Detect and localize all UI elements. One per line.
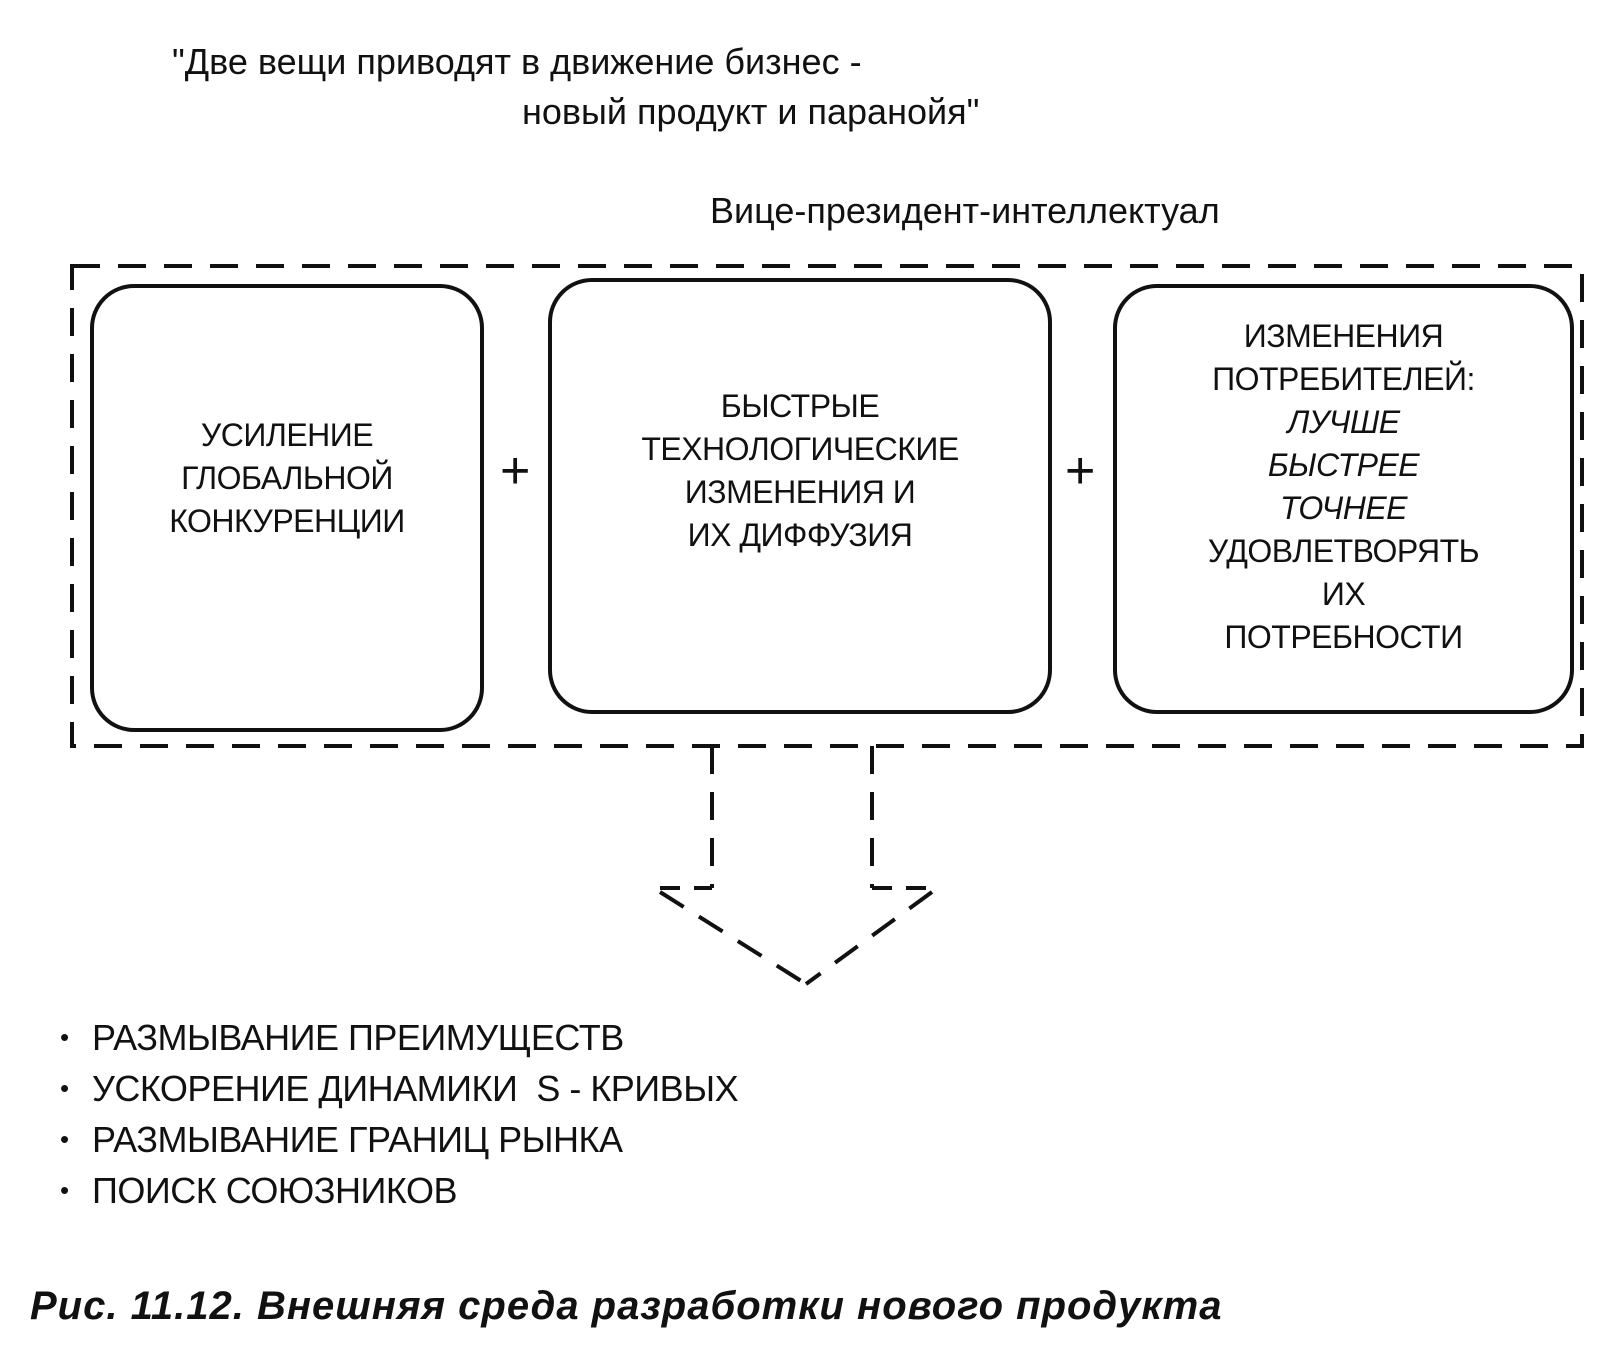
box-text-line-italic: БЫСТРЕЕ [1267,447,1420,483]
box-text-line: БЫСТРЫЕ [720,388,880,424]
box-text-line: ПОТРЕБНОСТИ [1224,619,1463,655]
dashed-frame [70,264,1584,748]
quote-author: Вице-президент-интеллектуал [710,190,1220,231]
results-list: • РАЗМЫВАНИЕ ПРЕИМУЩЕСТВ • УСКОРЕНИЕ ДИНАМ… [60,1012,739,1216]
box-text-line: ИХ [1321,576,1366,612]
box-consumer-changes: ИЗМЕНЕНИЯ ПОТРЕБИТЕЛЕЙ: ЛУЧШЕ БЫСТРЕЕ ТО… [1113,284,1574,714]
list-item: • УСКОРЕНИЕ ДИНАМИКИ S - КРИВЫХ [60,1063,739,1114]
box-text-line: КОНКУРЕНЦИИ [169,502,405,539]
arrow-head-left [658,890,808,986]
box-global-competition: УСИЛЕНИЕ ГЛОБАЛЬНОЙ КОНКУРЕНЦИИ [90,284,484,732]
bullet-icon: • [60,1022,69,1052]
list-item-text: РАЗМЫВАНИЕ ПРЕИМУЩЕСТВ [92,1017,624,1058]
list-item-text: РАЗМЫВАНИЕ ГРАНИЦ РЫНКА [92,1119,623,1160]
figure-caption: Рис. 11.12. Внешняя среда разработки нов… [30,1284,1223,1328]
plus-operator: + [500,442,531,500]
box-text-line: ПОТРЕБИТЕЛЕЙ: [1212,361,1475,397]
list-item: • РАЗМЫВАНИЕ ГРАНИЦ РЫНКА [60,1114,738,1165]
arrow-head-right [804,890,934,986]
box-text-line: ИЗМЕНЕНИЯ [1243,318,1444,354]
list-item: • ПОИСК СОЮЗНИКОВ [60,1165,738,1216]
bullet-icon: • [60,1175,69,1205]
box-text-line-italic: ТОЧНЕЕ [1279,490,1408,526]
box-text-line: ГЛОБАЛЬНОЙ [181,459,393,496]
quote-line-1: "Две вещи приводят в движение бизнес - [172,41,862,82]
bullet-icon: • [60,1124,69,1154]
list-item-text: ПОИСК СОЮЗНИКОВ [92,1170,458,1211]
list-item: • РАЗМЫВАНИЕ ПРЕИМУЩЕСТВ [60,1012,738,1063]
box-text-line: УСИЛЕНИЕ [200,416,374,453]
list-item-text: УСКОРЕНИЕ ДИНАМИКИ S - КРИВЫХ [92,1068,739,1109]
box-text-line: УДОВЛЕТВОРЯТЬ [1207,533,1480,569]
box-text-line: ИЗМЕНЕНИЯ И [684,474,916,510]
box-text-line: ТЕХНОЛОГИЧЕСКИЕ [641,431,959,467]
quote-line-2: новый продукт и паранойя" [522,91,980,132]
bullet-icon: • [60,1073,69,1103]
plus-operator: + [1065,442,1096,500]
box-tech-changes: БЫСТРЫЕ ТЕХНОЛОГИЧЕСКИЕ ИЗМЕНЕНИЯ И ИХ Д… [548,278,1052,714]
box-text-line-italic: ЛУЧШЕ [1287,404,1400,440]
box-text-line: ИХ ДИФФУЗИЯ [687,517,913,553]
